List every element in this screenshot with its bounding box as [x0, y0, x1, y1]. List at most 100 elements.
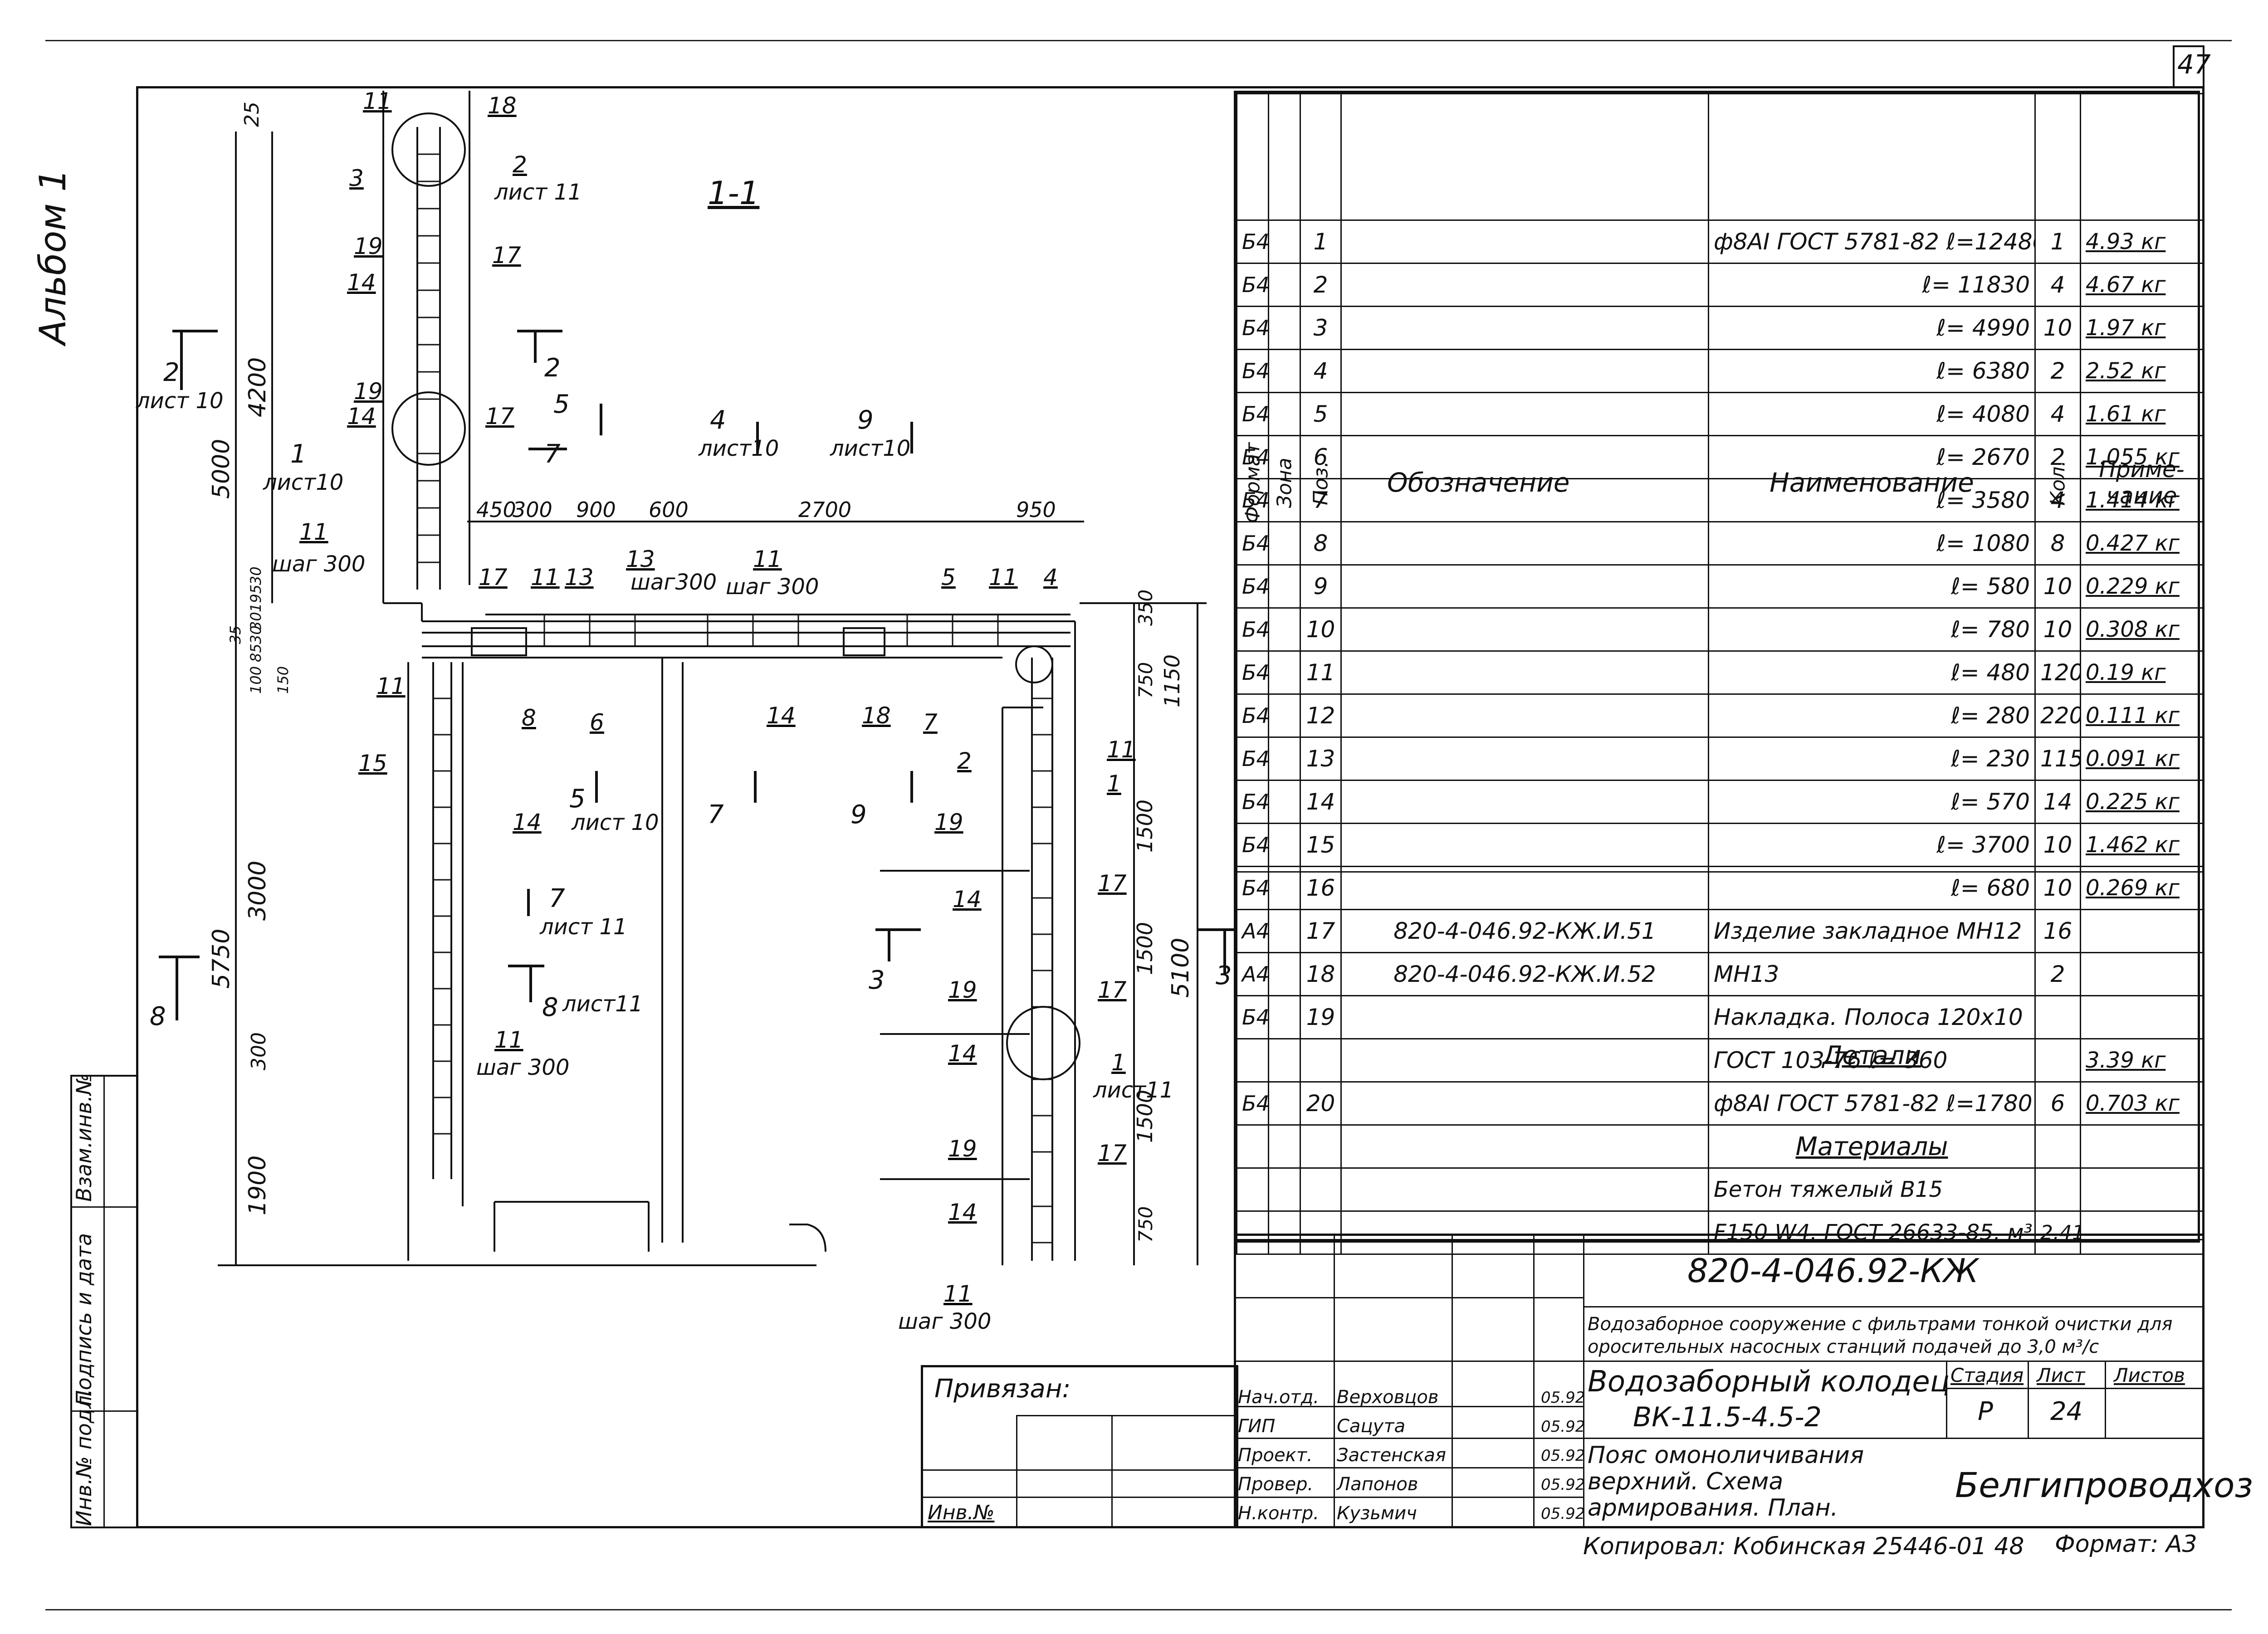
signature-date: 05.92: [1541, 1418, 1585, 1436]
cut-mark: 7: [549, 884, 565, 913]
dim-left-1900: 1900: [244, 1156, 271, 1215]
dim-small-5: 30: [247, 625, 264, 644]
cell-format: Б4: [1236, 995, 1269, 1039]
tb-vert-6: [2028, 1361, 2029, 1438]
cell-pos: 17: [1300, 909, 1342, 953]
tb-row-e: [1946, 1388, 2204, 1389]
dim-small-1: 30: [247, 566, 264, 585]
cell-note: [2080, 995, 2204, 1039]
cell-format: [1236, 1167, 1269, 1212]
cell-pos: 13: [1300, 737, 1342, 781]
cell-designation: [1340, 392, 1709, 436]
cell-format: Б4: [1236, 780, 1269, 824]
signature-role: ГИП: [1238, 1416, 1276, 1437]
cell-format: Б4: [1236, 823, 1269, 867]
tb-row-d: [1234, 1361, 2204, 1362]
signature-name: Лапонов: [1337, 1474, 1418, 1495]
pos-label: 18: [488, 93, 517, 119]
dim-small-2: 195: [247, 585, 264, 612]
cell-format: Б4: [1236, 607, 1269, 652]
dim-right-1500b: 1500: [1133, 922, 1157, 975]
doc-code: 820-4-046.92-КЖ: [1687, 1252, 1979, 1290]
section-materials-label: Материалы: [1795, 1132, 1948, 1161]
dim-left-300: 300: [247, 1032, 270, 1070]
spec-section-row: Материалы: [1236, 1124, 2204, 1169]
cell-pos: 20: [1300, 1081, 1342, 1126]
cell-designation: [1340, 1167, 1709, 1212]
tb-row-f: [1234, 1438, 2204, 1439]
cell-note: 0.308 кг: [2080, 607, 2204, 652]
cell-note: 1.055 кг: [2080, 435, 2204, 479]
tb-vert-3: [1533, 1234, 1535, 1528]
cell-format: Б4: [1236, 650, 1269, 695]
signature-date: 05.92: [1541, 1389, 1585, 1407]
cell-designation: [1340, 564, 1709, 609]
cell-zone: [1268, 866, 1301, 910]
cell-qty: 2: [2034, 349, 2081, 393]
pos-label: 17: [1098, 1140, 1127, 1166]
cell-note: 0.703 кг: [2080, 1081, 2204, 1126]
cell-material-name: F150 W4, ГОСТ 26633-85, м³: [1708, 1210, 2036, 1255]
section-materials-cell: Материалы: [1708, 1124, 2036, 1169]
cell-designation: [1340, 737, 1709, 781]
tb-vert-5: [1946, 1361, 1947, 1438]
cell-note: 0.427 кг: [2080, 521, 2204, 566]
dim-top-450: 450: [476, 498, 516, 522]
signature-role: Проект.: [1238, 1445, 1313, 1466]
cell-pos: 10: [1300, 607, 1342, 652]
cell-qty: 6: [2034, 1081, 2081, 1126]
cell-note: 1.414 кг: [2080, 478, 2204, 522]
cell-pos: 12: [1300, 693, 1342, 738]
dim-small-6: 85: [247, 644, 264, 662]
dim-top-900: 900: [576, 498, 616, 522]
tb-vert-7: [2105, 1361, 2106, 1438]
cell-name: Изделие закладное МН12: [1708, 909, 2036, 953]
dim-right-350: 350: [1134, 590, 1157, 626]
reinforcement-plan-drawing: 1-1 25 4200 5000 3000 5750 300 1900 30 1…: [136, 88, 1234, 1334]
dim-top-950: 950: [1016, 498, 1056, 522]
side-stamp-row-2: [70, 1410, 138, 1412]
side-stamp-row-1: [70, 1206, 138, 1208]
signature-name: Застенская: [1337, 1445, 1446, 1466]
pos-label: 14: [347, 269, 376, 296]
top-rule: [45, 40, 2232, 41]
pos-label: 14: [953, 886, 982, 912]
cell-qty: 10: [2034, 607, 2081, 652]
pos-label: 19: [934, 809, 963, 835]
title-block-main: [1234, 1234, 2204, 1528]
pos-label: 11: [989, 564, 1018, 590]
cell-name: ф8АI ГОСТ 5781-82 ℓ=12480: [1708, 219, 2036, 264]
corner-number-box: [2173, 45, 2204, 88]
copied-by: Копировал: Кобинская 25446-01 48: [1583, 1533, 2024, 1560]
cell-qty: 120: [2034, 650, 2081, 695]
cell-name: ℓ= 11830: [1708, 263, 2036, 307]
cell-designation: 820-4-046.92-КЖ.И.52: [1340, 952, 1709, 996]
cell-note: [2080, 1167, 2204, 1212]
dim-left-5750: 5750: [208, 929, 235, 989]
cell-qty: 10: [2034, 866, 2081, 910]
note-step300-a: шаг 300: [272, 551, 365, 577]
pos-label: 15: [358, 750, 387, 776]
pos-label: 11: [531, 564, 560, 590]
cell-name: ℓ= 4080: [1708, 392, 2036, 436]
dim-top-300: 300: [513, 498, 552, 522]
dim-left-5000: 5000: [208, 439, 235, 499]
cell-qty: 115: [2034, 737, 2081, 781]
cell-qty: 2,41: [2034, 1210, 2081, 1255]
cell-designation: [1340, 219, 1709, 264]
cell-name: ф8АI ГОСТ 5781-82 ℓ=1780: [1708, 1081, 2036, 1126]
cell-format: А4: [1236, 909, 1269, 953]
empty-cell: [1300, 1124, 1342, 1169]
